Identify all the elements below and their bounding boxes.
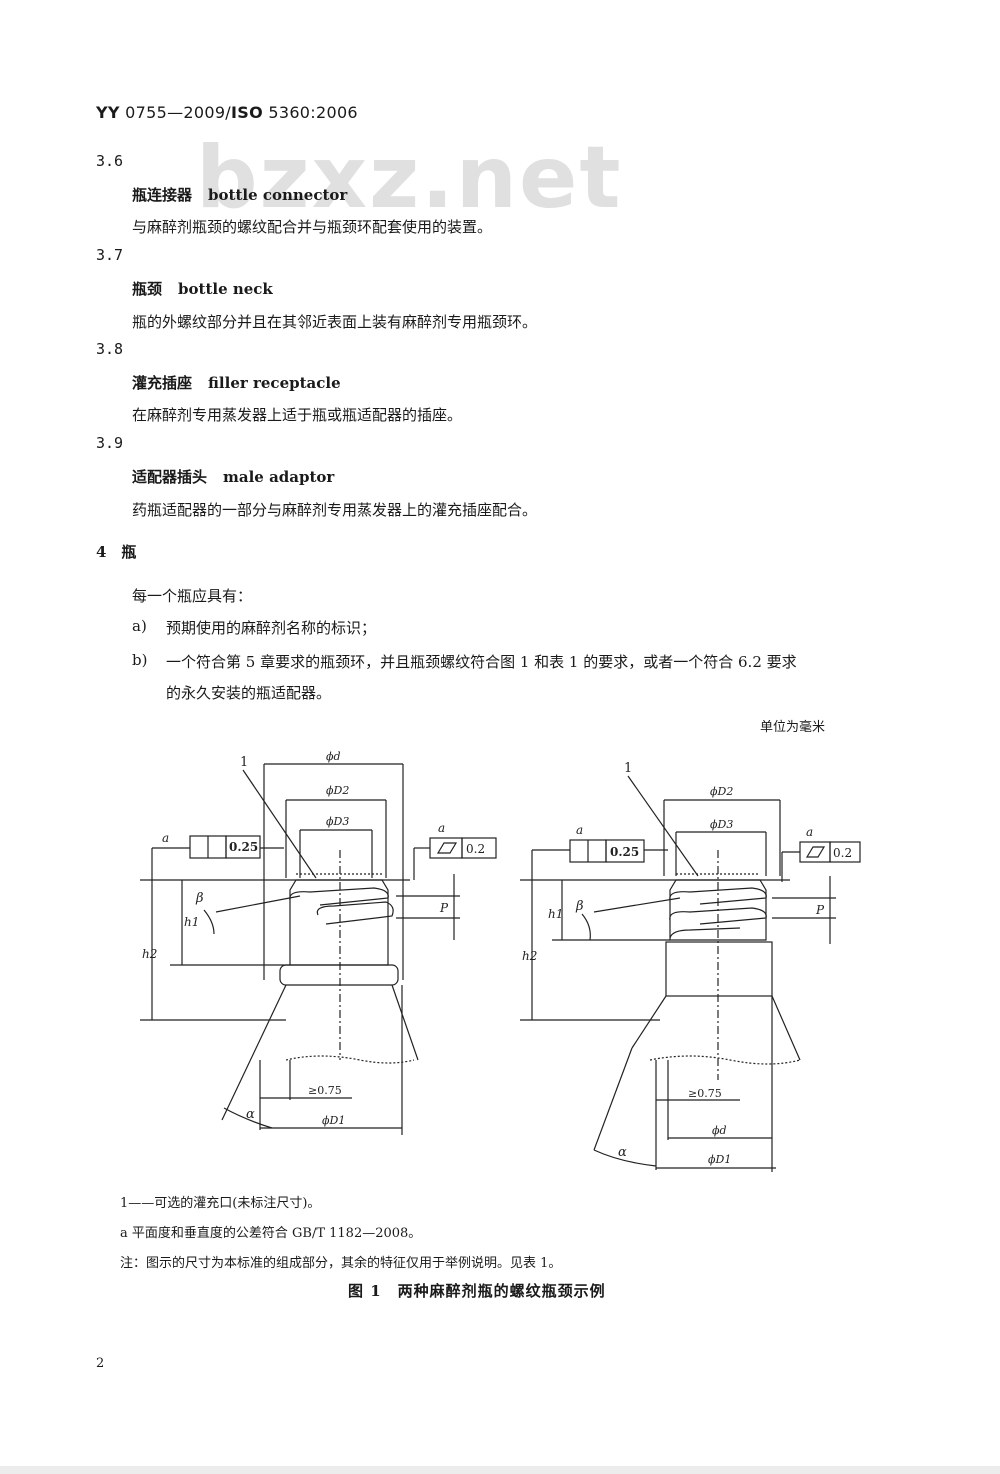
tol-ref: a: [576, 823, 583, 837]
dim-d1: ϕD1: [322, 1114, 345, 1127]
dim-d1: ϕD1: [708, 1153, 731, 1166]
term-en: male adaptor: [223, 468, 335, 486]
term-title: 灌充插座 filler receptacle: [132, 372, 341, 393]
term-number: 3.8: [96, 340, 124, 358]
label-h2: h2: [142, 947, 157, 961]
dim-d: ϕd: [326, 750, 341, 763]
term-zh: 适配器插头: [132, 468, 208, 486]
leader-label: 1: [624, 761, 632, 776]
tol-flat: 0.2: [466, 842, 485, 856]
term-en: bottle neck: [178, 280, 273, 298]
tol-perp: 0.25: [229, 840, 258, 854]
label-beta: β: [575, 899, 584, 914]
figure-caption: 图 1 两种麻醉剂瓶的螺纹瓶颈示例: [348, 1282, 606, 1300]
tol-flat: 0.2: [833, 846, 852, 860]
right-bottle-drawing: 1 ϕD2 ϕD3 0.25 a 0.2 a: [520, 761, 861, 1172]
dim-075: ≥0.75: [688, 1087, 722, 1100]
term-definition: 药瓶适配器的一部分与麻醉剂专用蒸发器上的灌充插座配合。: [132, 501, 538, 519]
document-header: YY 0755—2009/ISO 5360:2006: [96, 103, 358, 122]
label-p: P: [815, 903, 825, 917]
term-en: filler receptacle: [208, 374, 341, 392]
dim-d2: ϕD2: [710, 785, 733, 798]
term-title: 瓶连接器 bottle connector: [132, 184, 347, 205]
term-en: bottle connector: [208, 186, 348, 204]
list-item-text: 预期使用的麻醉剂名称的标识；: [166, 619, 377, 637]
page-bottom-edge: [0, 1466, 1000, 1474]
dim-d3: ϕD3: [710, 818, 733, 831]
term-definition: 在麻醉剂专用蒸发器上适于瓶或瓶适配器的插座。: [132, 406, 463, 424]
term-title: 适配器插头 male adaptor: [132, 466, 334, 487]
header-number: 0755—2009/: [119, 103, 231, 122]
label-h1: h1: [184, 915, 199, 929]
term-title: 瓶颈 bottle neck: [132, 278, 273, 299]
label-alpha: α: [246, 1107, 255, 1122]
term-zh: 瓶连接器: [132, 186, 193, 204]
bottle-neck-figure: 1 ϕd ϕD2 ϕD3 0.25 a 0.2 a: [140, 750, 861, 1172]
list-item-marker: b): [132, 651, 148, 669]
label-p: P: [439, 901, 449, 915]
list-item-marker: a): [132, 617, 147, 635]
list-item-text: 一个符合第 5 章要求的瓶颈环，并且瓶颈螺纹符合图 1 和表 1 的要求，或者一…: [166, 653, 797, 671]
term-number: 3.9: [96, 434, 124, 452]
unit-note: 单位为毫米: [760, 720, 826, 735]
term-zh: 灌充插座: [132, 374, 193, 392]
label-beta: β: [195, 891, 204, 906]
page-number: 2: [96, 1356, 105, 1371]
dim-d2: ϕD2: [326, 784, 349, 797]
term-zh: 瓶颈: [132, 280, 163, 298]
term-definition: 与麻醉剂瓶颈的螺纹配合并与瓶颈环配套使用的装置。: [132, 218, 493, 236]
section-4-intro: 每一个瓶应具有：: [132, 587, 253, 605]
tol-ref: a: [438, 821, 445, 835]
left-bottle-drawing: 1 ϕd ϕD2 ϕD3 0.25 a 0.2 a: [140, 750, 497, 1135]
label-h2: h2: [522, 949, 537, 963]
dim-d: ϕd: [712, 1124, 727, 1137]
tol-ref: a: [806, 825, 813, 839]
tol-ref: a: [162, 831, 169, 845]
label-alpha: α: [618, 1145, 627, 1160]
dim-075: ≥0.75: [308, 1084, 342, 1097]
term-number: 3.6: [96, 152, 124, 170]
watermark: bzxz.net: [196, 128, 623, 228]
header-yy: YY: [96, 103, 120, 122]
label-h1: h1: [548, 907, 563, 921]
figure-footnote: a 平面度和垂直度的公差符合 GB/T 1182—2008。: [120, 1226, 422, 1241]
leader-label: 1: [240, 755, 248, 770]
term-number: 3.7: [96, 246, 124, 264]
section-4-title: 4 瓶: [96, 543, 137, 561]
term-definition: 瓶的外螺纹部分并且在其邻近表面上装有麻醉剂专用瓶颈环。: [132, 313, 538, 331]
tol-perp: 0.25: [610, 845, 639, 859]
header-iso-number: 5360:2006: [262, 103, 358, 122]
list-item-text-continued: 的永久安装的瓶适配器。: [166, 684, 332, 702]
figure-note: 注：图示的尺寸为本标准的组成部分，其余的特征仅用于举例说明。见表 1。: [120, 1256, 562, 1271]
dim-d3: ϕD3: [326, 815, 349, 828]
figure-key: 1——可选的灌充口(未标注尺寸)。: [120, 1196, 321, 1211]
header-iso: ISO: [231, 103, 263, 122]
